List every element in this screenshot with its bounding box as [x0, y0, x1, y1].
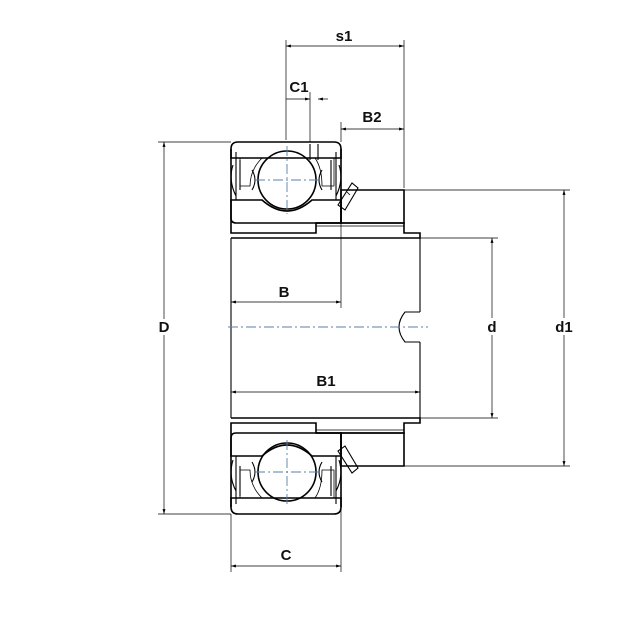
label-B2: B2 [362, 109, 381, 126]
lower-section [230, 417, 421, 515]
set-screw-lower [337, 445, 359, 474]
inner-ring-upper [230, 199, 342, 234]
seal-right-upper [330, 152, 342, 200]
outer-ring-upper [230, 141, 342, 159]
bore [228, 238, 428, 418]
dimensions: s1 C1 B2 D B B1 d d1 [156, 28, 576, 572]
label-s1: s1 [336, 28, 353, 45]
locking-collar-lower [340, 432, 405, 467]
seal-left-upper [230, 152, 241, 200]
label-B1: B1 [316, 373, 335, 390]
set-screw-upper [337, 182, 359, 211]
label-C: C [281, 547, 292, 564]
seal-right-lower [330, 456, 342, 504]
upper-section [230, 141, 421, 239]
label-d: d [487, 319, 496, 336]
outer-ring-body [239, 157, 263, 187]
label-d1: d1 [555, 319, 573, 336]
locking-collar-upper [340, 189, 405, 224]
label-D: D [159, 319, 170, 336]
label-C1: C1 [289, 79, 308, 96]
label-B: B [279, 284, 290, 301]
seal-left-lower [230, 456, 241, 504]
inner-ring-lower [230, 422, 342, 457]
